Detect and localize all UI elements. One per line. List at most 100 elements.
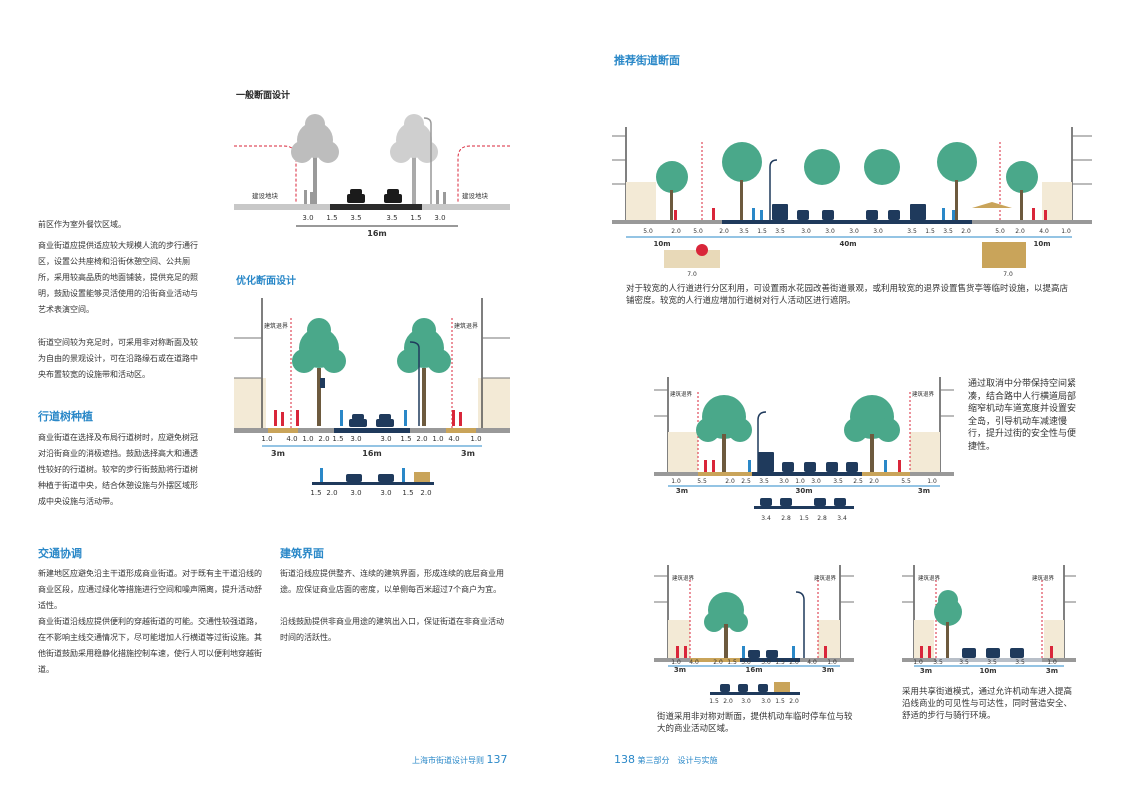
svg-text:1.5: 1.5 — [925, 228, 935, 235]
svg-text:2.0: 2.0 — [789, 698, 799, 705]
svg-text:2.0: 2.0 — [713, 659, 723, 666]
svg-text:4.0: 4.0 — [689, 659, 699, 666]
svg-text:1.0: 1.0 — [795, 478, 805, 485]
land-label-right: 建设地块 — [462, 191, 489, 200]
svg-text:2.0: 2.0 — [789, 659, 799, 666]
svg-text:3.0: 3.0 — [434, 214, 445, 222]
svg-text:3.0: 3.0 — [380, 489, 391, 497]
svg-text:1.5: 1.5 — [799, 515, 809, 522]
svg-text:2.0: 2.0 — [869, 478, 879, 485]
tree-icon — [292, 318, 346, 426]
svg-text:3.5: 3.5 — [386, 214, 397, 222]
svg-text:2.0: 2.0 — [719, 228, 729, 235]
svg-text:3.5: 3.5 — [739, 228, 749, 235]
section-4-caption: 采用共享街道模式，通过允许机动车进入提高沿线商业的可见性与可达性，同时营造安全、… — [902, 687, 1073, 721]
svg-text:1.5: 1.5 — [326, 214, 337, 222]
section-2-caption: 通过取消中分带保持空间紧凑，结合路中人行横道局部缩窄机动车道宽度并设置安全岛，引… — [968, 379, 1077, 452]
svg-text:3.0: 3.0 — [380, 435, 391, 443]
footer-right: 138 第三部分 设计与实施 — [614, 753, 718, 766]
setback-label-right: 建筑退界 — [454, 322, 478, 330]
land-label-left: 建设地块 — [252, 191, 279, 200]
svg-text:3.5: 3.5 — [759, 478, 769, 485]
svg-text:2.0: 2.0 — [725, 478, 735, 485]
svg-text:3.5: 3.5 — [1015, 659, 1025, 666]
svg-text:3.5: 3.5 — [350, 214, 361, 222]
tree-icon — [291, 114, 339, 205]
svg-text:1.0: 1.0 — [470, 435, 481, 443]
svg-text:3.0: 3.0 — [741, 659, 751, 666]
tree-icon — [656, 142, 1038, 193]
vehicle-icons — [772, 204, 926, 220]
optimized-section-title: 优化断面设计 — [236, 276, 296, 287]
svg-text:建筑退界: 建筑退界 — [814, 574, 837, 582]
svg-text:1.0: 1.0 — [671, 659, 681, 666]
svg-text:4.0: 4.0 — [807, 659, 817, 666]
svg-text:3m: 3m — [271, 449, 285, 458]
section-1-diagram: 5.0 5.02.0 5.02.0 3.51.5 3.53.0 3.03.0 3… — [612, 127, 1092, 278]
setback-label-left: 建筑退界 — [264, 322, 288, 330]
traffic-para-1: 新建地区应避免沿主干道形成商业街道。对于既有主干道沿线的商业区段，应通过绿化等措… — [38, 569, 262, 610]
svg-text:3.5: 3.5 — [907, 228, 917, 235]
svg-text:1.0: 1.0 — [1061, 228, 1071, 235]
tree-heading: 行道树种植 — [38, 410, 93, 423]
svg-text:建筑退界: 建筑退界 — [912, 390, 935, 398]
general-section-title: 一般断面设计 — [236, 91, 291, 101]
streetlight-icon — [757, 411, 767, 472]
svg-text:16m: 16m — [367, 229, 386, 238]
svg-text:建筑退界: 建筑退界 — [1032, 574, 1055, 582]
svg-text:3.0: 3.0 — [302, 214, 313, 222]
car-icons — [349, 414, 394, 427]
svg-text:3m: 3m — [822, 666, 834, 674]
svg-text:3.0: 3.0 — [779, 478, 789, 485]
svg-text:16m: 16m — [362, 449, 381, 458]
section-3-diagram: 建筑退界 建筑退界 1.0 4.0 2.0 1.5 3.0 3.0 1.5 2.0 4.… — [654, 565, 854, 705]
svg-text:2.0: 2.0 — [326, 489, 337, 497]
svg-text:7.0: 7.0 — [687, 271, 697, 278]
svg-text:5.5: 5.5 — [697, 478, 707, 485]
car-icons — [347, 189, 402, 203]
tree-icon — [704, 592, 748, 632]
svg-text:1.5: 1.5 — [775, 659, 785, 666]
svg-text:2.0: 2.0 — [318, 435, 329, 443]
section-3-caption: 街道采用非对称对断面，提供机动车临时停车位与较大的商业活动区域。 — [657, 712, 853, 734]
svg-text:2.5: 2.5 — [741, 478, 751, 485]
svg-text:1.5: 1.5 — [332, 435, 343, 443]
streetlight-icon — [795, 591, 805, 658]
svg-text:4.0: 4.0 — [286, 435, 297, 443]
streetlight-icon — [769, 159, 778, 220]
streetlight-icon — [423, 117, 432, 205]
svg-text:5.0: 5.0 — [995, 228, 1005, 235]
streetlight-icon — [409, 341, 420, 426]
svg-text:1.0: 1.0 — [927, 478, 937, 485]
svg-text:1.5: 1.5 — [402, 489, 413, 497]
svg-text:1.5: 1.5 — [709, 698, 719, 705]
svg-text:1.5: 1.5 — [400, 435, 411, 443]
svg-text:1.5: 1.5 — [727, 659, 737, 666]
svg-text:3.0: 3.0 — [761, 659, 771, 666]
svg-text:2.0: 2.0 — [671, 228, 681, 235]
facade-heading: 建筑界面 — [280, 547, 324, 560]
svg-text:5.0: 5.0 — [643, 228, 653, 235]
svg-text:1.0: 1.0 — [432, 435, 443, 443]
svg-text:建筑退界: 建筑退界 — [672, 574, 695, 582]
facade-para-2: 沿线鼓励提供非商业用途的建筑出入口，保证街道在非商业活动时间的活跃性。 — [280, 617, 504, 642]
svg-text:3.0: 3.0 — [825, 228, 835, 235]
svg-text:2.0: 2.0 — [1015, 228, 1025, 235]
svg-text:3.0: 3.0 — [811, 478, 821, 485]
tree-icon — [934, 590, 962, 626]
svg-text:3.5: 3.5 — [987, 659, 997, 666]
traffic-para-2: 商业街道沿线应提供便利的穿越街道的可能。交通性较强道路，在不影响主线交通情况下，… — [38, 617, 262, 674]
optimized-section-diagram: 建筑退界 建筑退界 1.0 4.0 1.0 2.0 1.5 3.0 3.0 1.5 2.… — [234, 298, 510, 497]
pedestrian-icons — [274, 410, 462, 426]
vehicle-icons — [758, 452, 858, 472]
svg-text:1.0: 1.0 — [913, 659, 923, 666]
svg-text:1.0: 1.0 — [261, 435, 272, 443]
svg-text:1.5: 1.5 — [757, 228, 767, 235]
svg-text:40m: 40m — [839, 240, 856, 248]
svg-text:2.0: 2.0 — [723, 698, 733, 705]
svg-text:3.0: 3.0 — [350, 435, 361, 443]
svg-text:3m: 3m — [920, 667, 932, 675]
